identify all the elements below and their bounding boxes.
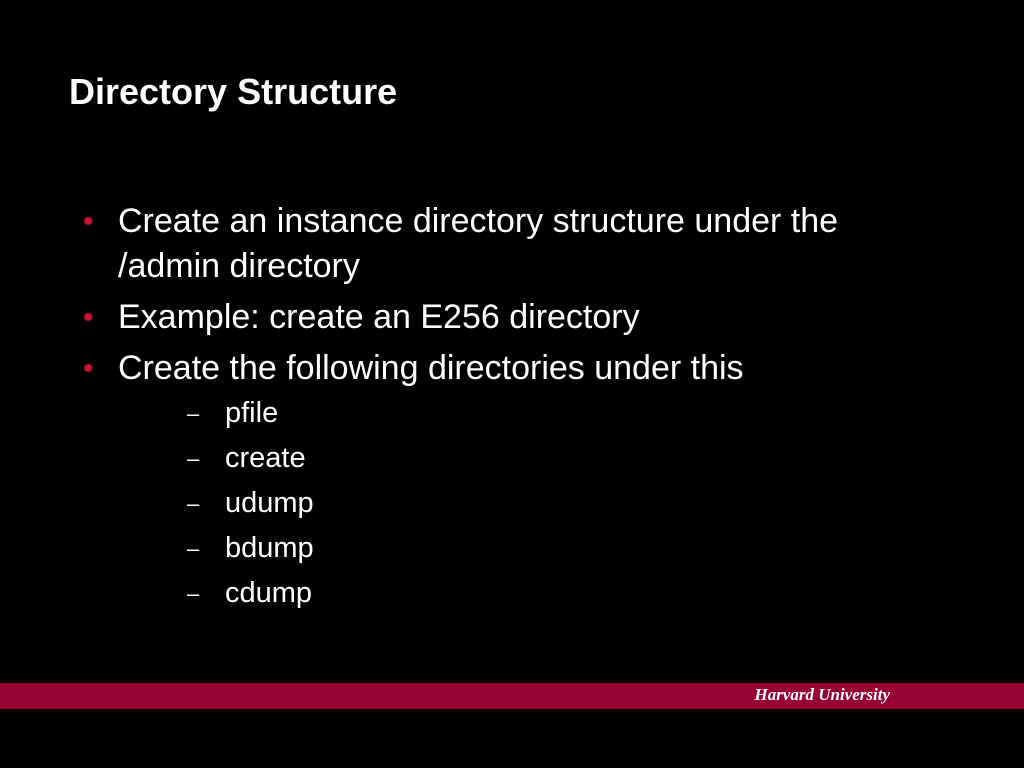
sub-bullet-text: pfile [225, 397, 279, 429]
bullet-list: • Create an instance directory structure… [80, 199, 940, 622]
bullet-dot-icon: • [83, 301, 94, 334]
dash-icon: – [187, 536, 200, 561]
sub-bullet-list: – pfile – create – udump – bdump – cdump [118, 391, 940, 616]
dash-icon: – [187, 491, 200, 516]
sub-bullet-text: udump [225, 487, 314, 519]
sub-bullet-item: – pfile [118, 391, 940, 436]
sub-bullet-text: cdump [225, 577, 313, 609]
sub-bullet-item: – cdump [118, 571, 940, 616]
sub-bullet-text: create [225, 442, 306, 474]
bullet-item: • Create an instance directory structure… [80, 199, 940, 289]
dash-icon: – [187, 446, 200, 471]
sub-bullet-item: – udump [118, 481, 940, 526]
bullet-item: • Example: create an E256 directory [80, 295, 940, 340]
bullet-text: Create an instance directory structure u… [118, 202, 839, 285]
bullet-dot-icon: • [83, 205, 94, 238]
bullet-text: Create the following directories under t… [118, 349, 744, 387]
sub-bullet-text: bdump [225, 532, 314, 564]
footer-brand-text: Harvard University [754, 685, 890, 704]
bullet-dot-icon: • [83, 352, 94, 385]
footer-band: Harvard University [0, 683, 1024, 709]
dash-icon: – [187, 401, 200, 426]
sub-bullet-item: – bdump [118, 526, 940, 571]
bullet-text: Example: create an E256 directory [118, 298, 640, 336]
dash-icon: – [187, 581, 200, 606]
sub-bullet-item: – create [118, 436, 940, 481]
slide-title: Directory Structure [69, 71, 398, 112]
bullet-item: • Create the following directories under… [80, 346, 940, 616]
